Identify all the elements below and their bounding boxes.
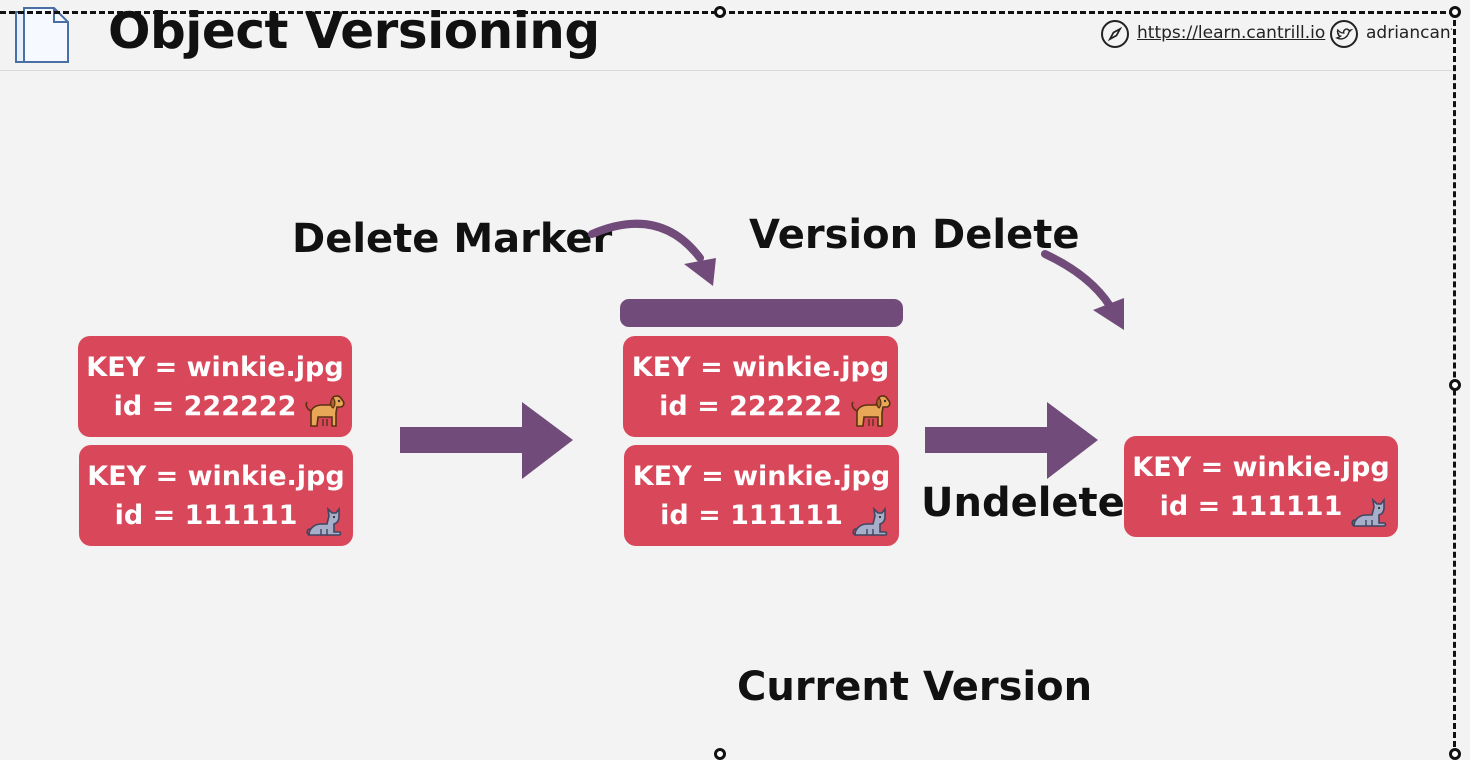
object-version-card: KEY = winkie.jpg id = 222222 [78,336,352,437]
twitter-icon [1330,20,1358,48]
version-delete-label: Version Delete [749,212,1080,258]
version-id: id = 222222 [113,391,297,422]
website-link[interactable]: https://learn.cantrill.io [1137,23,1326,43]
undelete-label: Undelete [921,480,1125,526]
dog-icon [848,389,892,431]
version-id: id = 222222 [659,391,842,422]
resize-handle-right[interactable] [1449,379,1461,391]
arrow-right-1 [400,402,573,479]
version-id: id = 111111 [660,500,843,531]
resize-handle-top-right[interactable] [1449,6,1461,18]
current-version-card: KEY = winkie.jpg id = 111111 [1124,436,1398,537]
object-version-card: KEY = winkie.jpg id = 111111 [624,445,899,546]
delete-marker-label: Delete Marker [292,216,613,262]
selection-border-top [0,11,1455,14]
object-key: KEY = winkie.jpg [87,461,345,492]
object-version-card: KEY = winkie.jpg id = 222222 [623,336,898,437]
object-version-card: KEY = winkie.jpg id = 111111 [79,445,353,546]
cat-icon [849,498,893,540]
cat-icon [303,498,347,540]
version-id: id = 111111 [1159,491,1343,522]
cat-icon [1348,489,1392,531]
curved-arrow-delete-marker [588,219,716,286]
object-key: KEY = winkie.jpg [1132,452,1390,483]
twitter-handle[interactable]: adriancantrill [1366,23,1452,43]
object-key: KEY = winkie.jpg [632,461,891,492]
object-key: KEY = winkie.jpg [86,352,344,383]
resize-handle-top[interactable] [714,6,726,18]
arrow-right-2 [925,402,1098,479]
dog-icon [302,389,346,431]
object-key: KEY = winkie.jpg [631,352,890,383]
compass-icon [1101,20,1129,48]
curved-arrow-version-delete [1041,250,1124,330]
version-id: id = 111111 [114,500,298,531]
current-version-label: Current Version [737,664,1093,710]
delete-marker-bar [620,299,903,327]
